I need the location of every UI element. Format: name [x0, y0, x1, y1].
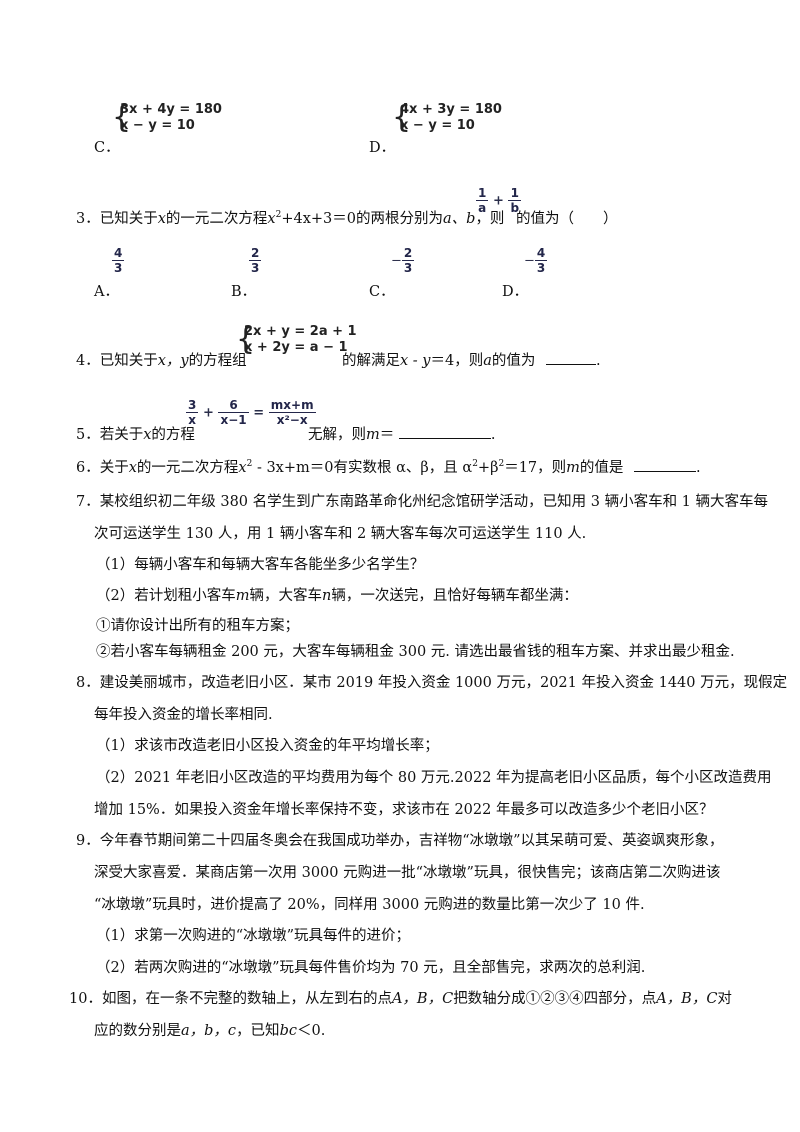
option-c-eq2: x − y = 10 [120, 118, 195, 133]
answer-blank[interactable] [398, 426, 491, 439]
option-c-label: C． [94, 140, 120, 156]
q4-system: { 2x + y = 2a + 1 x + 2y = a − 1 [236, 322, 357, 357]
question-9-sub-2: （2）若两次购进的“冰墩墩”玩具每件售价均为 70 元，且全部售完，求两次的总利… [96, 960, 646, 976]
question-9-line-2: 深受大家喜爱．某商店第一次用 3000 元购进一批“冰墩墩”玩具，很快售完；该商… [94, 865, 721, 881]
question-8-line-2: 每年投入资金的增长率相同. [94, 707, 273, 723]
question-5: 5．若关于x的方程 [76, 427, 195, 443]
question-7-line-1: 7．某校组织初二年级 380 名学生到广东南路革命化州纪念馆研学活动，已知用 3… [76, 494, 769, 510]
question-7-sub-3: ①请你设计出所有的租车方案； [96, 618, 299, 634]
question-4-tail: 的解满足x - y＝4，则a的值为 . [342, 352, 601, 369]
q3-tail: 的值为（ ） [516, 211, 618, 227]
option-c-system: { 3x + 4y = 180 x − y = 10 [112, 102, 222, 134]
answer-blank[interactable] [546, 352, 596, 365]
question-number: 3． [76, 211, 100, 227]
question-10-line-1: 10．如图，在一条不完整的数轴上，从左到右的点A，B，C把数轴分成①②③④四部分… [69, 991, 732, 1007]
option-d-system: { 4x + 3y = 180 x − y = 10 [392, 102, 502, 134]
question-9-sub-1: （1）求第一次购进的“冰墩墩”玩具每件的进价； [96, 928, 411, 944]
brace-icon: { [392, 100, 412, 135]
brace-icon: { [236, 322, 256, 357]
question-7-line-2: 次可运送学生 130 人，用 1 辆小客车和 2 辆大客车每次可运送学生 110… [94, 526, 587, 542]
question-8-line-1: 8．建设美丽城市，改造老旧小区．某市 2019 年投入资金 1000 万元，20… [76, 675, 788, 691]
question-8-sub-2: （2）2021 年老旧小区改造的平均费用为每个 80 万元.2022 年为提高老… [96, 770, 772, 786]
question-8-sub-1: （1）求该市改造老旧小区投入资金的年平均增长率； [96, 738, 439, 754]
question-9-line-1: 9．今年春节期间第二十四届冬奥会在我国成功举办，吉祥物“冰墩墩”以其呆萌可爱、英… [76, 833, 724, 849]
question-3: 3．已知关于x的一元二次方程x2+4x+3＝0的两根分别为a、b，则 [76, 210, 505, 227]
option-c-eq1: 3x + 4y = 180 [120, 102, 222, 117]
question-5-tail: 无解，则m＝ . [308, 426, 496, 443]
question-7-sub-1: （1）每辆小客车和每辆大客车各能坐多少名学生？ [96, 557, 425, 573]
question-6: 6．关于x的一元二次方程x2 - 3x+m＝0有实数根 α、β，且 α2+β2＝… [76, 459, 701, 476]
brace-icon: { [112, 100, 132, 135]
option-d-eq2: x − y = 10 [400, 118, 475, 133]
question-10-line-2: 应的数分别是a，b，c，已知bc＜0. [94, 1023, 326, 1039]
option-d-eq1: 4x + 3y = 180 [400, 102, 502, 117]
question-7-sub-4: ②若小客车每辆租金 200 元，大客车每辆租金 300 元. 请选出最省钱的租车… [96, 644, 735, 660]
answer-blank[interactable] [634, 459, 697, 472]
question-7-sub-2: （2）若计划租小客车m辆，大客车n辆，一次送完，且恰好每辆车都坐满： [96, 588, 578, 604]
question-4: 4．已知关于x，y的方程组 [76, 353, 247, 369]
option-d-label: D． [369, 140, 396, 156]
question-9-line-3: “冰墩墩”玩具时，进价提高了 20%，同样用 3000 元购进的数量比第一次少了… [94, 897, 645, 913]
question-8-sub-3: 增加 15%．如果投入资金年增长率保持不变，求该市在 2022 年最多可以改造多… [94, 802, 714, 818]
